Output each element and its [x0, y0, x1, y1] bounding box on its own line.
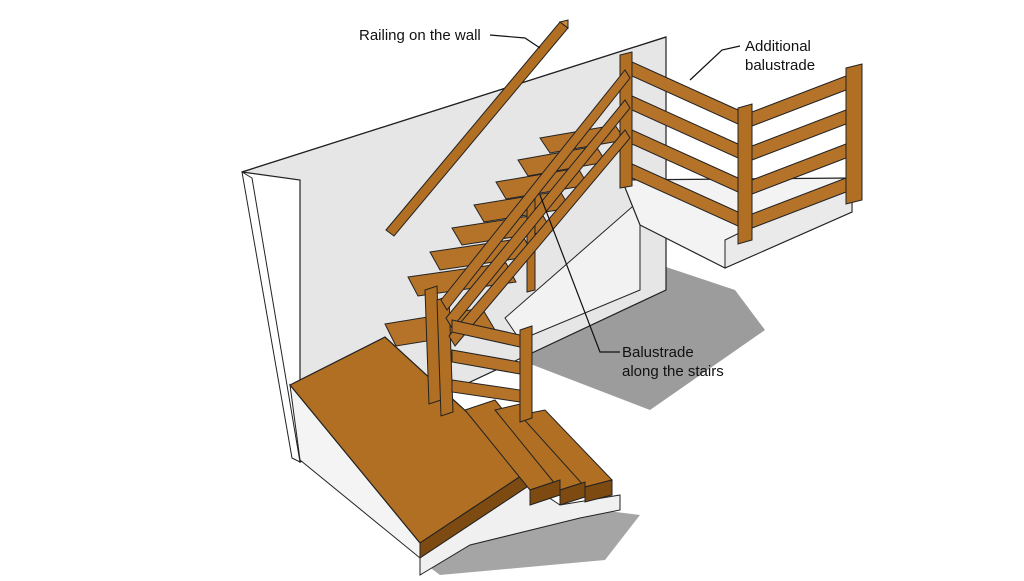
leader-railing-wall	[489, 34, 541, 49]
label-additional-balustrade: Additional balustrade	[745, 37, 815, 75]
wall-top-edge	[241, 36, 667, 173]
stair-balustrade	[424, 69, 631, 423]
label-stairs-line2: along the stairs	[622, 363, 724, 380]
lower-steps	[464, 399, 613, 506]
label-railing-text: Railing on the wall	[359, 27, 481, 44]
label-railing-on-wall: Railing on the wall	[359, 26, 481, 45]
label-additional-line1: Additional	[745, 38, 811, 55]
leader-additional-balustrade	[689, 45, 741, 81]
wall-railing-top	[558, 19, 569, 29]
landing-shadow	[420, 500, 640, 575]
additional-balustrade	[619, 51, 863, 245]
label-balustrade-along-stairs: Balustrade along the stairs	[622, 343, 724, 381]
wall-left-edge	[241, 171, 301, 463]
stair-stringer	[504, 198, 641, 341]
label-stairs-line1: Balustrade	[622, 344, 694, 361]
label-additional-line2: balustrade	[745, 57, 816, 74]
leader-stair-balustrade	[539, 194, 620, 353]
